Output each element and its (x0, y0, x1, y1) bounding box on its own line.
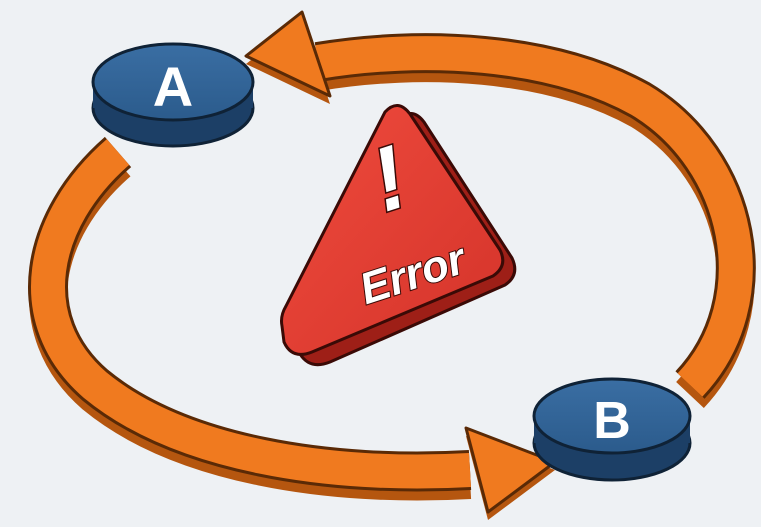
node-b: B (532, 377, 692, 482)
arrow-b-to-a (244, 10, 756, 409)
arrow-a-to-b (28, 136, 557, 520)
warning-triangle-icon: ! Error (280, 104, 517, 367)
node-a-label: A (153, 55, 193, 118)
node-a: A (91, 42, 255, 148)
node-b-label: B (593, 392, 631, 450)
